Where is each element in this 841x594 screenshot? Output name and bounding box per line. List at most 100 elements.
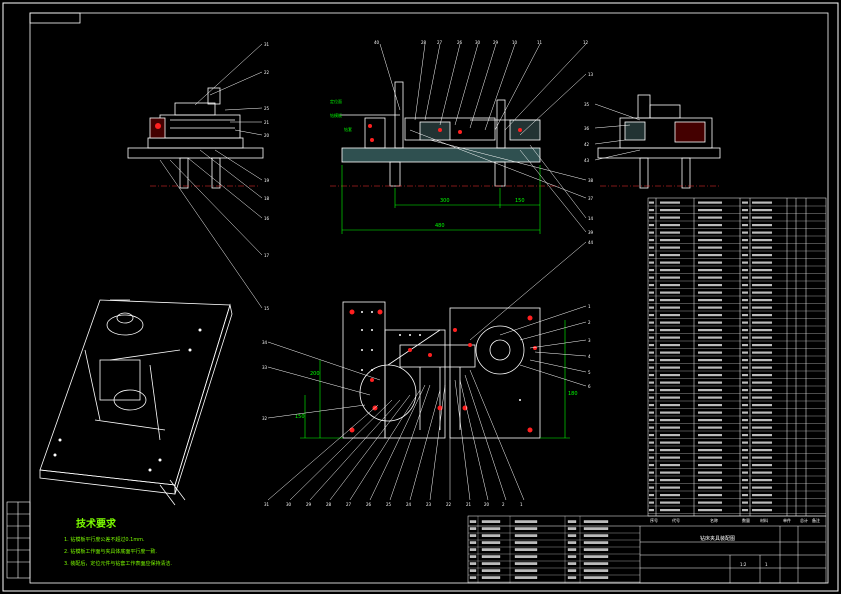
- parts-list-cell-text: [649, 336, 654, 339]
- parts-list-cell-text: [698, 359, 722, 362]
- parts-list-cell-text: [660, 359, 680, 362]
- parts-list-cell-text: [698, 464, 722, 467]
- front-view-center: [340, 81, 541, 187]
- parts-list-cell-text: [649, 209, 654, 212]
- left-binding-strip: [6, 501, 31, 579]
- parts-list-cell-text: [649, 389, 654, 392]
- dim-side-2: 150: [295, 414, 305, 420]
- parts-list-cell-text: [752, 284, 772, 287]
- leader-lines-left-view: [159, 43, 263, 309]
- title-block-cell-text: [583, 534, 609, 537]
- svg-text:17: 17: [264, 253, 270, 258]
- parts-list-cell-text: [752, 486, 772, 489]
- parts-list-cell-text: [698, 336, 722, 339]
- parts-list-cell-text: [742, 224, 748, 227]
- title-block-cell-text: [469, 569, 477, 572]
- parts-list-cell-text: [649, 306, 654, 309]
- parts-list-cell-text: [660, 261, 680, 264]
- parts-list-cell-text: [660, 344, 680, 347]
- title-block-cell-text: [514, 562, 538, 565]
- svg-text:4: 4: [588, 354, 591, 359]
- parts-list-cell-text: [742, 329, 748, 332]
- parts-list-cell-text: [742, 276, 748, 279]
- parts-list-cell-text: [752, 509, 772, 512]
- parts-list-cell-text: [660, 486, 680, 489]
- parts-list-cell-text: [660, 449, 680, 452]
- svg-text:43: 43: [584, 158, 590, 163]
- title-block-cell-text: [583, 527, 609, 530]
- parts-list-cell-text: [742, 404, 748, 407]
- svg-text:40: 40: [374, 40, 380, 45]
- title-block-cell-text: [469, 576, 477, 579]
- parts-list-cell-text: [660, 231, 680, 234]
- leader-lines-plan-view: [267, 241, 587, 501]
- parts-list-cell-text: [698, 449, 722, 452]
- green-label-1: 定位面: [330, 98, 342, 104]
- title-block-cell-text: [481, 527, 501, 530]
- svg-text:21: 21: [264, 120, 270, 125]
- parts-list-cell-text: [660, 501, 680, 504]
- parts-list-cell-text: [649, 261, 654, 264]
- title-block-cell-text: [514, 541, 538, 544]
- title-block-cell-text: [469, 534, 477, 537]
- parts-list-cell-text: [698, 344, 722, 347]
- side-view-left: [127, 87, 264, 189]
- parts-list-cell-text: [649, 246, 654, 249]
- svg-text:26: 26: [366, 502, 372, 507]
- title-block-cell-text: [481, 534, 501, 537]
- dim-top-3: 480: [435, 223, 445, 229]
- svg-text:37: 37: [588, 196, 594, 201]
- parts-list-cell-text: [742, 411, 748, 414]
- parts-list-cell-text: [698, 374, 722, 377]
- parts-list-cell-text: [752, 366, 772, 369]
- title-block-cell-text: [567, 562, 577, 565]
- svg-text:23: 23: [426, 502, 432, 507]
- svg-text:3: 3: [588, 338, 591, 343]
- title-block-cell-text: [514, 534, 538, 537]
- svg-text:44: 44: [588, 240, 594, 245]
- parts-list-cell-text: [742, 314, 748, 317]
- parts-list-cell-text: [649, 434, 654, 437]
- parts-list-cell-text: [752, 269, 772, 272]
- svg-text:28: 28: [421, 40, 427, 45]
- svg-text:20: 20: [264, 133, 270, 138]
- title-block-cell-text: [481, 562, 501, 565]
- svg-text:24: 24: [406, 502, 412, 507]
- front-view-green-labels: 定位面 钻模板 钻套: [330, 98, 352, 132]
- parts-list-text: [649, 201, 772, 512]
- parts-list-cell-text: [698, 314, 722, 317]
- svg-text:13: 13: [588, 72, 594, 77]
- parts-list-cell-text: [698, 479, 722, 482]
- parts-list-cell-text: [660, 479, 680, 482]
- parts-list-cell-text: [649, 501, 654, 504]
- parts-list-cell-text: [742, 441, 748, 444]
- svg-text:22: 22: [446, 502, 452, 507]
- parts-list-cell-text: [752, 419, 772, 422]
- parts-list-cell-text: [649, 216, 654, 219]
- svg-text:30: 30: [475, 40, 481, 45]
- sheet-number-box: [29, 12, 81, 24]
- parts-list-cell-text: [742, 321, 748, 324]
- parts-list-cell-text: [752, 464, 772, 467]
- scale-value: 1:2: [740, 562, 747, 567]
- parts-list-cell-text: [698, 321, 722, 324]
- parts-list-cell-text: [660, 246, 680, 249]
- parts-list-cell-text: [742, 456, 748, 459]
- parts-list-cell-text: [742, 434, 748, 437]
- dim-side-3: 180: [568, 391, 578, 397]
- parts-list-cell-text: [649, 426, 654, 429]
- parts-list-cell-text: [660, 329, 680, 332]
- parts-list-cell-text: [660, 314, 680, 317]
- parts-list: [647, 197, 827, 517]
- parts-list-cell-text: [698, 441, 722, 444]
- sheet-inner-border: [29, 12, 829, 584]
- green-label-2: 钻模板: [330, 112, 342, 118]
- title-block-cell-text: [514, 520, 538, 523]
- parts-list-cell-text: [742, 344, 748, 347]
- svg-text:25: 25: [264, 106, 270, 111]
- title-block-headers: 序号 代号 名称 数量 材料 单件 总计 备注: [650, 517, 820, 523]
- svg-text:10: 10: [512, 40, 518, 45]
- parts-list-cell-text: [698, 389, 722, 392]
- parts-list-cell-text: [752, 396, 772, 399]
